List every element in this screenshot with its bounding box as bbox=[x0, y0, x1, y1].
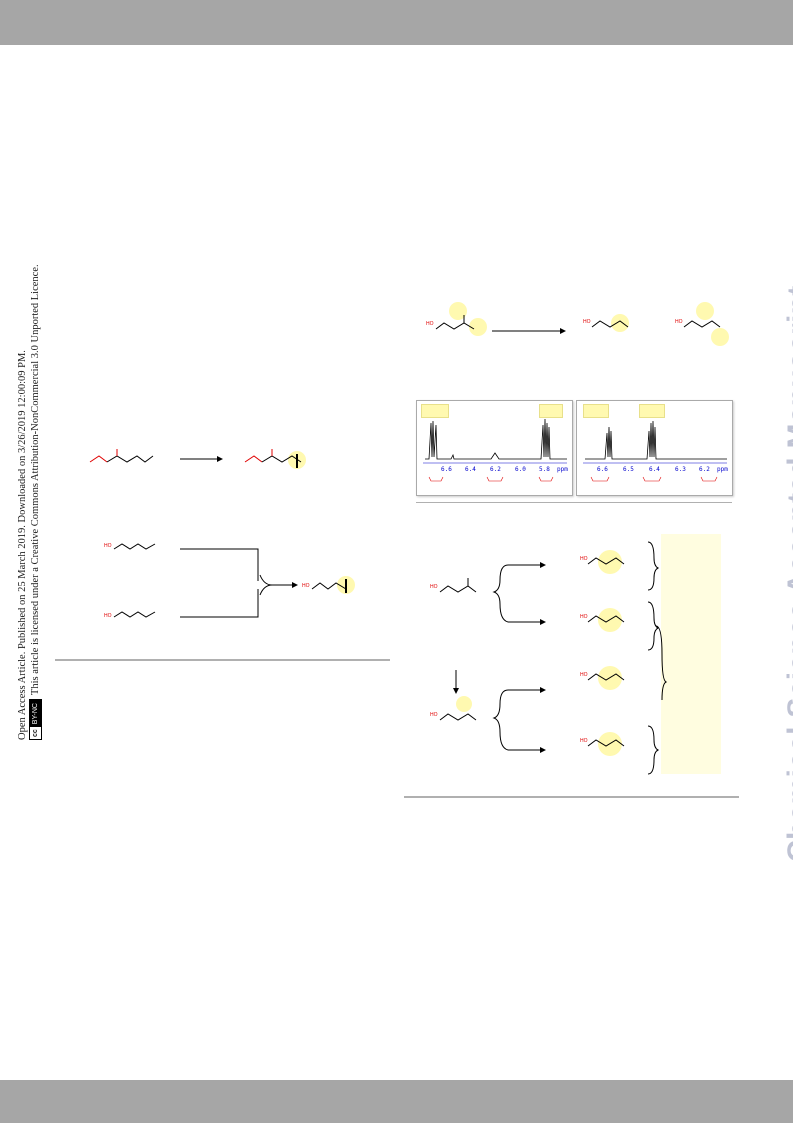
cc-license-badge[interactable]: ccBY-NC bbox=[29, 699, 43, 740]
nmr-spectrum-left: 6.6 6.4 6.2 6.0 5.8 ppm bbox=[416, 400, 573, 496]
svg-text:HO: HO bbox=[675, 319, 683, 325]
peak-highlight-tag bbox=[583, 404, 609, 418]
license-text: This article is licensed under a Creativ… bbox=[30, 264, 41, 696]
nmr-tick-label: 6.2 bbox=[699, 466, 710, 473]
nmr-tick-label: 6.4 bbox=[649, 466, 660, 473]
peak-highlight-tag bbox=[421, 404, 449, 418]
svg-text:HO: HO bbox=[583, 319, 591, 325]
alcohol-isomer-scheme: HO HO HO bbox=[104, 543, 355, 619]
nmr-tick-label: ppm bbox=[557, 466, 568, 473]
svg-text:HO: HO bbox=[580, 614, 588, 620]
nmr-tick-label: 6.6 bbox=[597, 466, 608, 473]
nmr-tick-label: 6.3 bbox=[675, 466, 686, 473]
product-isotopomer-4: HO bbox=[580, 732, 625, 756]
ester-hydrogenation-scheme bbox=[89, 449, 306, 469]
svg-text:HO: HO bbox=[302, 583, 310, 589]
top-header-bar bbox=[0, 0, 793, 45]
selectivity-highlight-panel bbox=[661, 534, 721, 774]
deuteration-scheme: HO HO HO bbox=[426, 302, 729, 346]
nmr-tick-label: ppm bbox=[717, 466, 728, 473]
peak-highlight-tag bbox=[539, 404, 563, 418]
svg-text:HO: HO bbox=[580, 738, 588, 744]
svg-text:HO: HO bbox=[580, 556, 588, 562]
nmr-tick-label: 6.4 bbox=[465, 466, 476, 473]
nmr-tick-label: 6.2 bbox=[490, 466, 501, 473]
nmr-tick-label: 6.0 bbox=[515, 466, 526, 473]
nmr-spectrum-right: 6.6 6.5 6.4 6.3 6.2 ppm bbox=[576, 400, 733, 496]
license-line: ccBY-NC This article is licensed under a … bbox=[29, 200, 43, 740]
product-isotopomer-1: HO bbox=[580, 550, 625, 574]
nmr-tick-label: 5.8 bbox=[539, 466, 550, 473]
open-access-notice: Open Access Article. Published on 25 Mar… bbox=[16, 200, 43, 740]
svg-text:HO: HO bbox=[426, 321, 434, 327]
peak-highlight-tag bbox=[639, 404, 665, 418]
journal-watermark: Chemical Science Accepted Manuscript bbox=[782, 285, 793, 862]
right-column-rule bbox=[404, 796, 739, 798]
isotope-labelling-scheme: HO HO HO HO HO HO bbox=[430, 541, 668, 775]
bottom-footer-bar bbox=[0, 1080, 793, 1123]
nmr-tick-label: 6.5 bbox=[623, 466, 634, 473]
product-isotopomer-2: HO bbox=[580, 608, 625, 632]
svg-text:HO: HO bbox=[430, 584, 438, 590]
svg-text:HO: HO bbox=[580, 672, 588, 678]
svg-text:HO: HO bbox=[104, 613, 112, 619]
publication-line: Open Access Article. Published on 25 Mar… bbox=[17, 350, 28, 740]
nmr-tick-label: 6.6 bbox=[441, 466, 452, 473]
product-isotopomer-3: HO bbox=[580, 666, 625, 690]
svg-text:HO: HO bbox=[104, 543, 112, 549]
left-column-rule bbox=[55, 659, 390, 661]
nmr-separator-rule bbox=[416, 502, 732, 503]
svg-text:HO: HO bbox=[430, 712, 438, 718]
